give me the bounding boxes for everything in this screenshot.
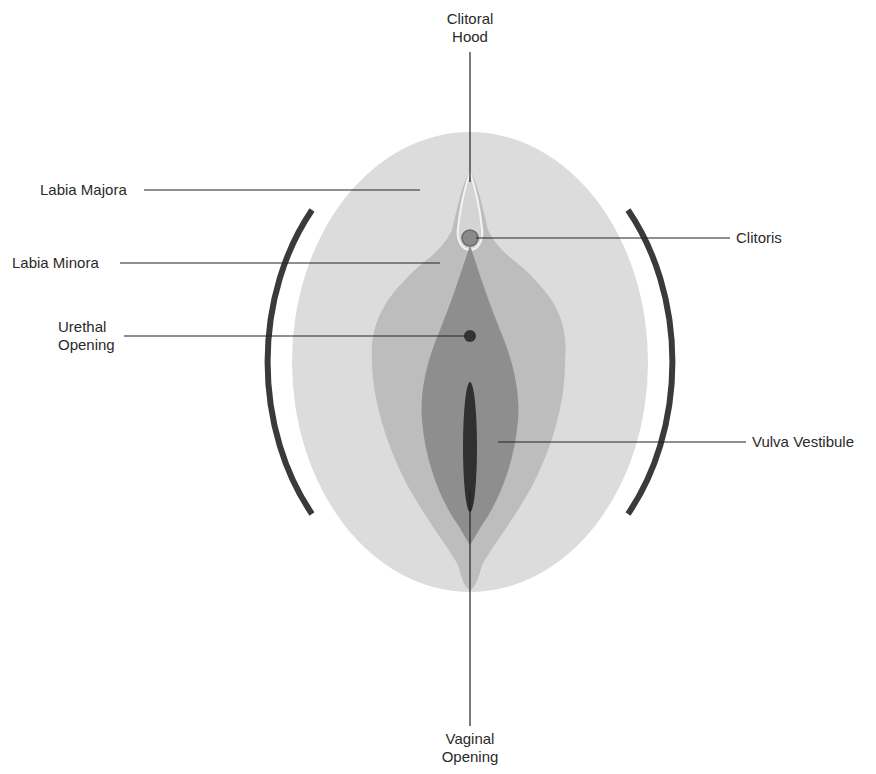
clitoris-dot bbox=[462, 230, 478, 246]
leader-line bbox=[144, 189, 420, 190]
leader-line bbox=[476, 237, 730, 238]
labia-minora-shape bbox=[372, 170, 566, 590]
leader-line bbox=[124, 335, 466, 336]
leader-line bbox=[469, 52, 470, 182]
right-edge-arc bbox=[628, 210, 672, 514]
leader-line bbox=[469, 490, 470, 726]
clitoral-hood-label: Clitoral Hood bbox=[430, 10, 510, 46]
leader-line bbox=[498, 441, 746, 442]
clitoris-label: Clitoris bbox=[736, 229, 782, 247]
urethral-opening-label: Urethal Opening bbox=[58, 318, 122, 354]
leader-line bbox=[120, 262, 440, 263]
left-edge-arc bbox=[268, 210, 312, 514]
vulva-vestibule-label: Vulva Vestibule bbox=[752, 433, 854, 451]
vaginal-opening-label: Vaginal Opening bbox=[430, 730, 510, 766]
labia-majora-label: Labia Majora bbox=[40, 181, 127, 199]
leader-lines bbox=[120, 52, 746, 726]
labia-minora-label: Labia Minora bbox=[12, 254, 99, 272]
